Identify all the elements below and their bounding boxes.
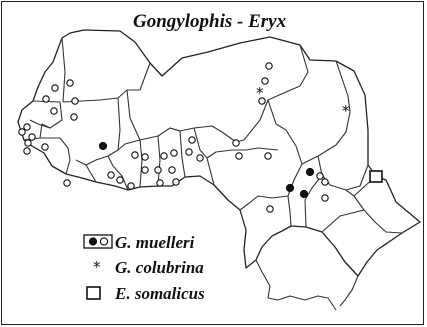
map-point: [98, 141, 108, 151]
legend-label: G. muelleri: [115, 233, 195, 252]
map-point: [71, 97, 79, 105]
legend-item-somalicus: E. somalicus: [86, 284, 205, 303]
legend-item-muelleri: G. muelleri: [83, 233, 195, 252]
map-point: [23, 123, 31, 131]
map-point: [107, 171, 115, 179]
map-point: [154, 166, 162, 174]
map-point: [172, 178, 180, 186]
filled-circle-icon: [88, 237, 98, 246]
map-point: [156, 179, 164, 187]
map-point: [188, 136, 196, 144]
map-point: [131, 151, 139, 159]
map-point: [168, 166, 176, 174]
map-point: [285, 183, 295, 193]
map-point: [116, 176, 124, 184]
map-point: [24, 139, 32, 147]
legend: G. muelleri * G. colubrina E. somalicus: [83, 233, 205, 303]
map-point: [299, 189, 309, 199]
southern-coastline: [255, 259, 359, 311]
map-point: [321, 178, 329, 186]
map-point: [42, 95, 50, 103]
legend-item-colubrina: * G. colubrina: [93, 258, 204, 277]
map-point: *: [256, 84, 264, 102]
map-point: [232, 139, 240, 147]
asterisk-icon: *: [93, 258, 101, 276]
map-point: [141, 166, 149, 174]
map-point: [63, 179, 71, 187]
map-point: *: [342, 102, 350, 120]
africa-coastline: [17, 29, 421, 277]
square-icon: [86, 286, 101, 300]
map-point: [321, 194, 329, 202]
legend-label: G. colubrina: [115, 258, 204, 277]
open-circle-icon: [99, 237, 109, 246]
map-point: [264, 152, 272, 160]
map-point: [266, 205, 274, 213]
map-point: [170, 149, 178, 157]
map-point: [41, 143, 49, 151]
map-point: [265, 62, 273, 70]
map-point: [141, 153, 149, 161]
map-point: [51, 84, 59, 92]
map-point: [261, 77, 269, 85]
muelleri-open-records: [18, 62, 329, 213]
map-point: [196, 154, 204, 162]
map-point: [23, 147, 31, 155]
map-point: [70, 113, 78, 121]
map-point: [160, 152, 168, 160]
map-point: [50, 107, 58, 115]
map-point: [235, 152, 243, 160]
map-point: [258, 97, 266, 105]
muelleri-filled-records: [98, 141, 315, 199]
colubrina-records: * *: [256, 84, 350, 120]
map-point: [185, 148, 193, 156]
map-point: [66, 79, 74, 87]
map-point: [18, 128, 26, 136]
map-point: [316, 172, 324, 180]
map-point: [127, 182, 135, 190]
country-borders: [23, 37, 403, 234]
legend-label: E. somalicus: [114, 284, 205, 303]
map-point: [28, 133, 36, 141]
map-point: [305, 167, 315, 177]
somalicus-record: [369, 170, 383, 183]
map-title: Gongylophis - Eryx: [133, 11, 287, 32]
